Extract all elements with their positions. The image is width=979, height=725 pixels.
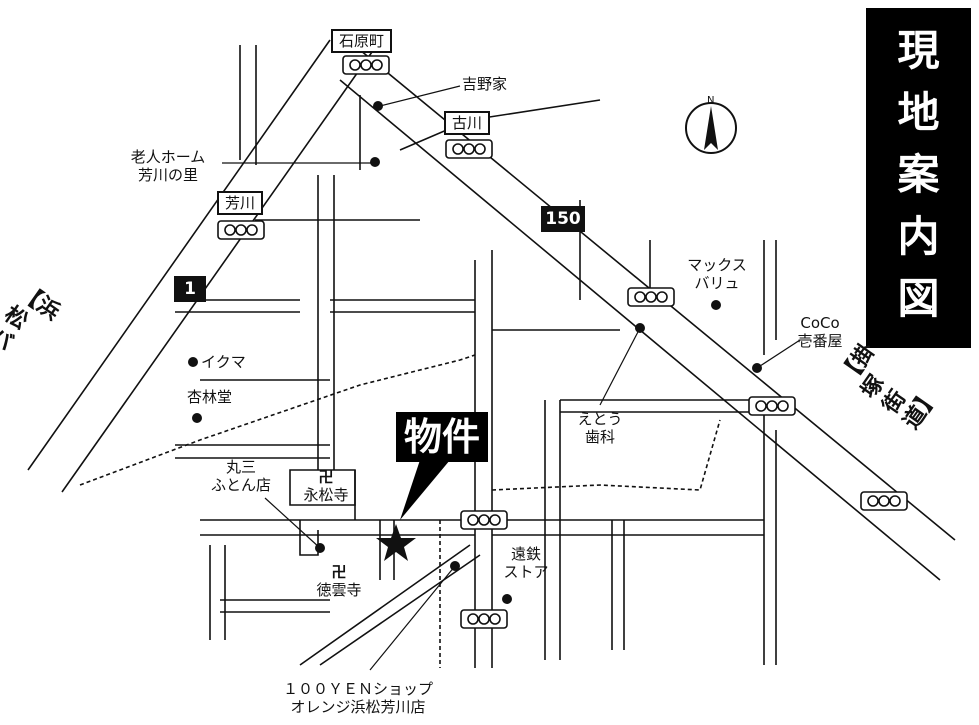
label-marusan-line2: ふとん店 [210, 476, 271, 494]
temple-icon: 卍 [318, 468, 334, 486]
street-v7 [611, 520, 625, 650]
street-diag-sw [299, 544, 481, 666]
property-star-icon [376, 524, 416, 561]
label-etou-line1: えとう [577, 410, 623, 428]
block-2 [299, 520, 319, 556]
intersection-yoshikawa: 芳川 [217, 191, 264, 215]
street-h4 [200, 519, 475, 536]
label-marusan-futon: 丸三 ふとん店 [196, 458, 286, 494]
label-marusan-line1: 丸三 [225, 458, 256, 476]
street-v1 [239, 45, 257, 165]
label-eishouji: 卍 永松寺 [296, 468, 356, 504]
label-maxvalu: マックス バリュ [672, 256, 762, 292]
street-h3 [175, 444, 330, 459]
street-v6 [763, 415, 777, 665]
property-callout: 物件 [396, 412, 489, 462]
label-yoshinoya: 吉野家 [462, 75, 508, 93]
label-100yen-shop: １００ＹＥＮショップ オレンジ浜松芳川店 [248, 680, 468, 716]
street-v2 [317, 175, 335, 470]
label-maxvalu-line2: バリュ [694, 274, 740, 292]
label-ikuma: イクマ [201, 353, 246, 371]
street-v8 [544, 400, 561, 660]
traffic-signals [217, 55, 908, 629]
street-h7 [220, 599, 330, 613]
intersection-furukawa: 古川 [444, 111, 491, 135]
label-etou-line2: 歯科 [584, 428, 615, 446]
label-coco-line1: CoCo [800, 314, 840, 332]
temple-icon-2: 卍 [331, 563, 347, 581]
north-label: N [707, 95, 715, 106]
north-compass-icon [685, 102, 737, 154]
bypass-road [27, 39, 373, 493]
label-nursing-home-line2: 芳川の里 [137, 166, 198, 184]
label-maxvalu-line1: マックス [687, 256, 747, 274]
canal [79, 354, 476, 486]
label-coco-line2: 壱番屋 [797, 332, 843, 350]
street-h6 [560, 399, 764, 413]
label-nursing-home-line1: 老人ホーム [130, 148, 206, 166]
label-tokuunji-name: 徳雲寺 [316, 581, 362, 599]
property-callout-pointer [400, 460, 450, 520]
street-v9 [209, 545, 226, 640]
label-enshu-store: 遠鉄 ストア [496, 545, 556, 581]
label-kyorindo: 杏林堂 [187, 388, 233, 406]
label-enshu-line2: ストア [503, 563, 549, 581]
label-enshu-line1: 遠鉄 [510, 545, 541, 563]
label-nursing-home: 老人ホーム 芳川の里 [118, 148, 218, 184]
block-1 [289, 469, 356, 506]
label-coco-ichibanya: CoCo 壱番屋 [785, 314, 855, 350]
label-tokuunji: 卍 徳雲寺 [309, 563, 369, 599]
label-eishouji-name: 永松寺 [303, 486, 349, 504]
route-1-badge: 1 [174, 276, 206, 302]
label-shop-line1: １００ＹＥＮショップ [282, 680, 433, 698]
street-v3 [474, 250, 493, 668]
page-title: 現地案内図 [866, 8, 971, 348]
route-150-badge: 150 [541, 206, 585, 232]
street-h2 [330, 299, 475, 313]
street-h5 [492, 519, 764, 536]
label-shop-line2: オレンジ浜松芳川店 [290, 698, 426, 716]
label-etou-dental: えとう 歯科 [565, 410, 635, 446]
street-v5 [763, 240, 777, 355]
intersection-ishiharacho: 石原町 [331, 29, 393, 53]
